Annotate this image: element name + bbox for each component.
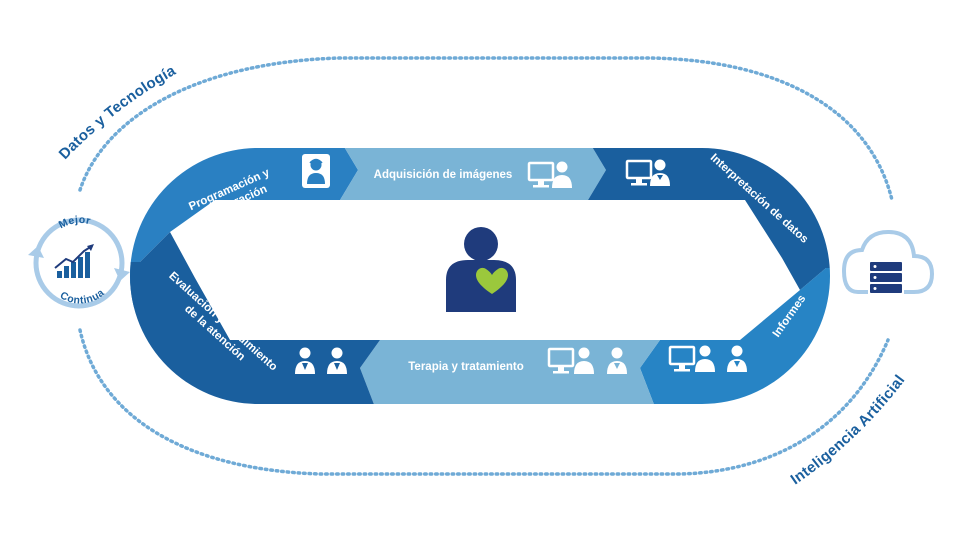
monitor-doctors-icon-therapy: [547, 347, 627, 374]
segment-evaluation: [130, 232, 380, 404]
patient-heart-icon: [446, 227, 516, 312]
stage-label-therapy: Terapia y tratamiento: [408, 361, 523, 373]
svg-text:Inteligencia Artificial: Inteligencia Artificial: [788, 372, 909, 489]
monitor-doctors-icon: [668, 345, 747, 372]
segment-scheduling: [130, 148, 358, 404]
outer-dotted-frame: [78, 56, 894, 476]
ai-label: Inteligencia Artificial: [788, 372, 909, 489]
receptionist-icon: [302, 154, 330, 188]
monitor-technician-icon: [527, 161, 572, 188]
continuous-improvement-cycle: [28, 217, 130, 309]
doctors-pair-icon: [295, 347, 347, 374]
bar-chart-trend-icon: [54, 244, 94, 278]
monitor-doctor-icon: [625, 159, 670, 186]
svg-text:Mejor: Mejor: [57, 214, 92, 231]
data-technology-label: Datos y Tecnología: [56, 62, 179, 163]
svg-text:Datos y Tecnología: Datos y Tecnología: [56, 62, 179, 163]
segment-reports: [640, 268, 830, 404]
segment-therapy: [360, 340, 660, 404]
cloud-server-icon: [841, 229, 935, 296]
improvement-top-word: Mejor: [57, 214, 92, 231]
stage-label-acquisition: Adquisición de imágenes: [374, 169, 513, 181]
